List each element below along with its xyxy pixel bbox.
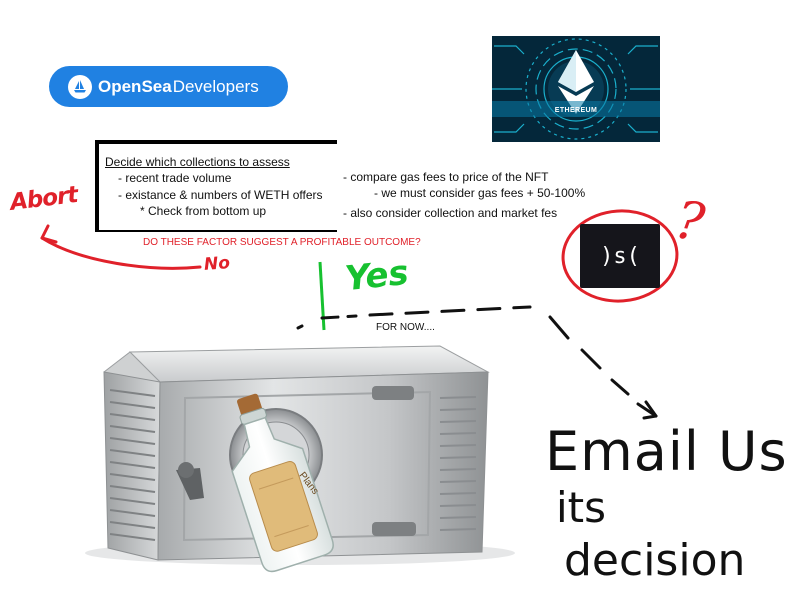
step-item: * Check from bottom up: [140, 204, 267, 218]
abort-arrow: [40, 224, 202, 270]
step-item: - recent trade volume: [118, 171, 232, 185]
outcome-line-3: decision: [564, 535, 746, 586]
service-logo-text: )s(: [600, 243, 640, 269]
yes-line: [318, 261, 326, 331]
note-item: - also consider collection and market fe…: [343, 206, 558, 220]
note-item: - we must consider gas fees + 50-100%: [374, 186, 586, 200]
no-label: No: [203, 253, 231, 275]
service-circle: [561, 209, 679, 303]
opensea-sub-text: Developers: [172, 76, 259, 96]
dashed-connector: [296, 305, 658, 420]
opensea-brand-text: OpenSea: [98, 76, 172, 96]
steps-box: [95, 140, 337, 232]
outcome-line-2: its: [556, 483, 607, 532]
yes-label: Yes: [343, 252, 411, 300]
opensea-developers-logo: OpenSea Developers: [49, 66, 288, 107]
outcome-line-1: Email Us: [545, 420, 788, 483]
step-item: - existance & numbers of WETH offers: [118, 188, 323, 202]
boat-icon: [68, 74, 92, 99]
note-item: - compare gas fees to price of the NFT: [343, 170, 549, 184]
steps-title: Decide which collections to assess: [105, 155, 290, 169]
service-logo: )s(: [580, 224, 660, 288]
ethereum-diamond-icon: [558, 50, 594, 114]
ethereum-label: ETHEREUM: [554, 107, 598, 114]
bottle-image: [231, 393, 334, 573]
ethereum-image: ETHEREUM: [492, 36, 660, 142]
for-now-label: FOR NOW....: [376, 322, 435, 333]
profitability-question: DO THESE FACTOR SUGGEST A PROFITABLE OUT…: [143, 237, 421, 248]
